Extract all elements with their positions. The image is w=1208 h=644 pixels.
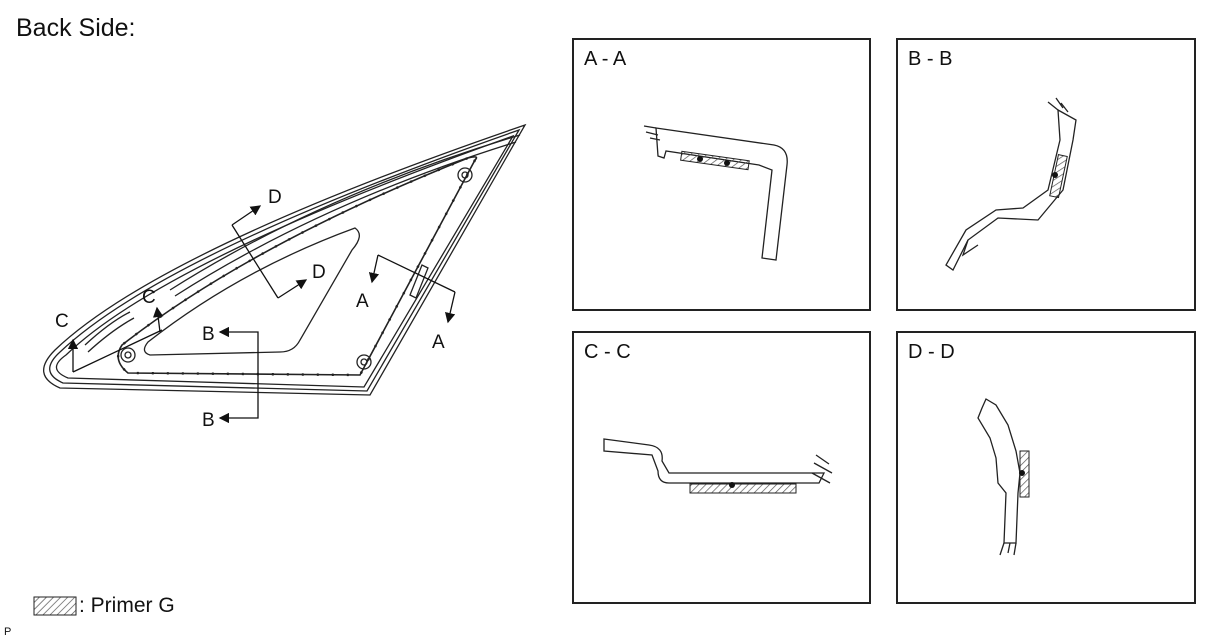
retainer-clip — [409, 264, 429, 299]
callout-d-upper: D — [268, 187, 282, 208]
section-title-a: A - A — [584, 48, 627, 70]
glass-section-b — [945, 108, 1077, 271]
moulding-strip-2 — [174, 141, 517, 297]
section-panel-d: D - D — [896, 331, 1196, 604]
callout-a-upper: A — [356, 291, 369, 312]
primer-legend: : Primer G — [33, 594, 175, 618]
section-b-drawing — [945, 97, 1077, 271]
page-heading: Back Side: — [16, 14, 136, 42]
footer-letter: P — [4, 626, 12, 638]
glass-outline-outer — [43, 123, 527, 396]
section-line-b — [222, 331, 259, 419]
quarter-window-glass-diagram: A A B B C C D D — [43, 123, 527, 431]
callout-a-lower: A — [432, 332, 445, 353]
break-marks-a — [643, 125, 661, 141]
break-marks-d — [999, 542, 1017, 556]
section-panel-c: C - C — [572, 331, 871, 604]
section-panel-a: A - A — [572, 38, 871, 311]
inner-panel-outline — [143, 227, 360, 356]
adhesive-bead-outline — [117, 156, 478, 376]
callout-b-upper: B — [202, 324, 215, 345]
glass-outline-inner — [55, 134, 515, 388]
callout-c-right: C — [142, 287, 156, 308]
primer-legend-label: : Primer G — [79, 594, 175, 617]
mounting-stud-1 — [457, 167, 473, 183]
callout-c-left: C — [55, 311, 69, 332]
moulding-strip-3 — [84, 311, 131, 346]
break-marks-b — [1047, 97, 1069, 113]
mounting-stud-2 — [356, 354, 372, 370]
section-title-d: D - D — [908, 341, 955, 363]
primer-strip-a — [680, 150, 750, 171]
section-c-drawing — [603, 438, 833, 494]
section-title-c: C - C — [584, 341, 631, 363]
moulding-strip-4 — [87, 317, 135, 353]
break-marks-c — [811, 454, 833, 484]
section-line-a — [377, 254, 456, 293]
glass-outline-middle — [49, 128, 521, 392]
glass-section-a — [655, 127, 788, 261]
section-line-d — [231, 224, 279, 299]
mounting-stud-3 — [120, 347, 136, 363]
section-panel-b: B - B — [896, 38, 1196, 311]
section-line-c — [72, 329, 163, 373]
section-d-drawing — [977, 398, 1030, 556]
section-title-b: B - B — [908, 48, 953, 70]
primer-strip-c — [689, 483, 797, 494]
callout-d-lower: D — [312, 262, 326, 283]
section-a-drawing — [643, 125, 788, 261]
glass-section-d — [977, 398, 1021, 544]
callout-b-lower: B — [202, 410, 215, 431]
glass-section-c — [603, 438, 826, 484]
primer-hatch-swatch — [33, 596, 77, 616]
moulding-strip-1 — [169, 134, 521, 291]
